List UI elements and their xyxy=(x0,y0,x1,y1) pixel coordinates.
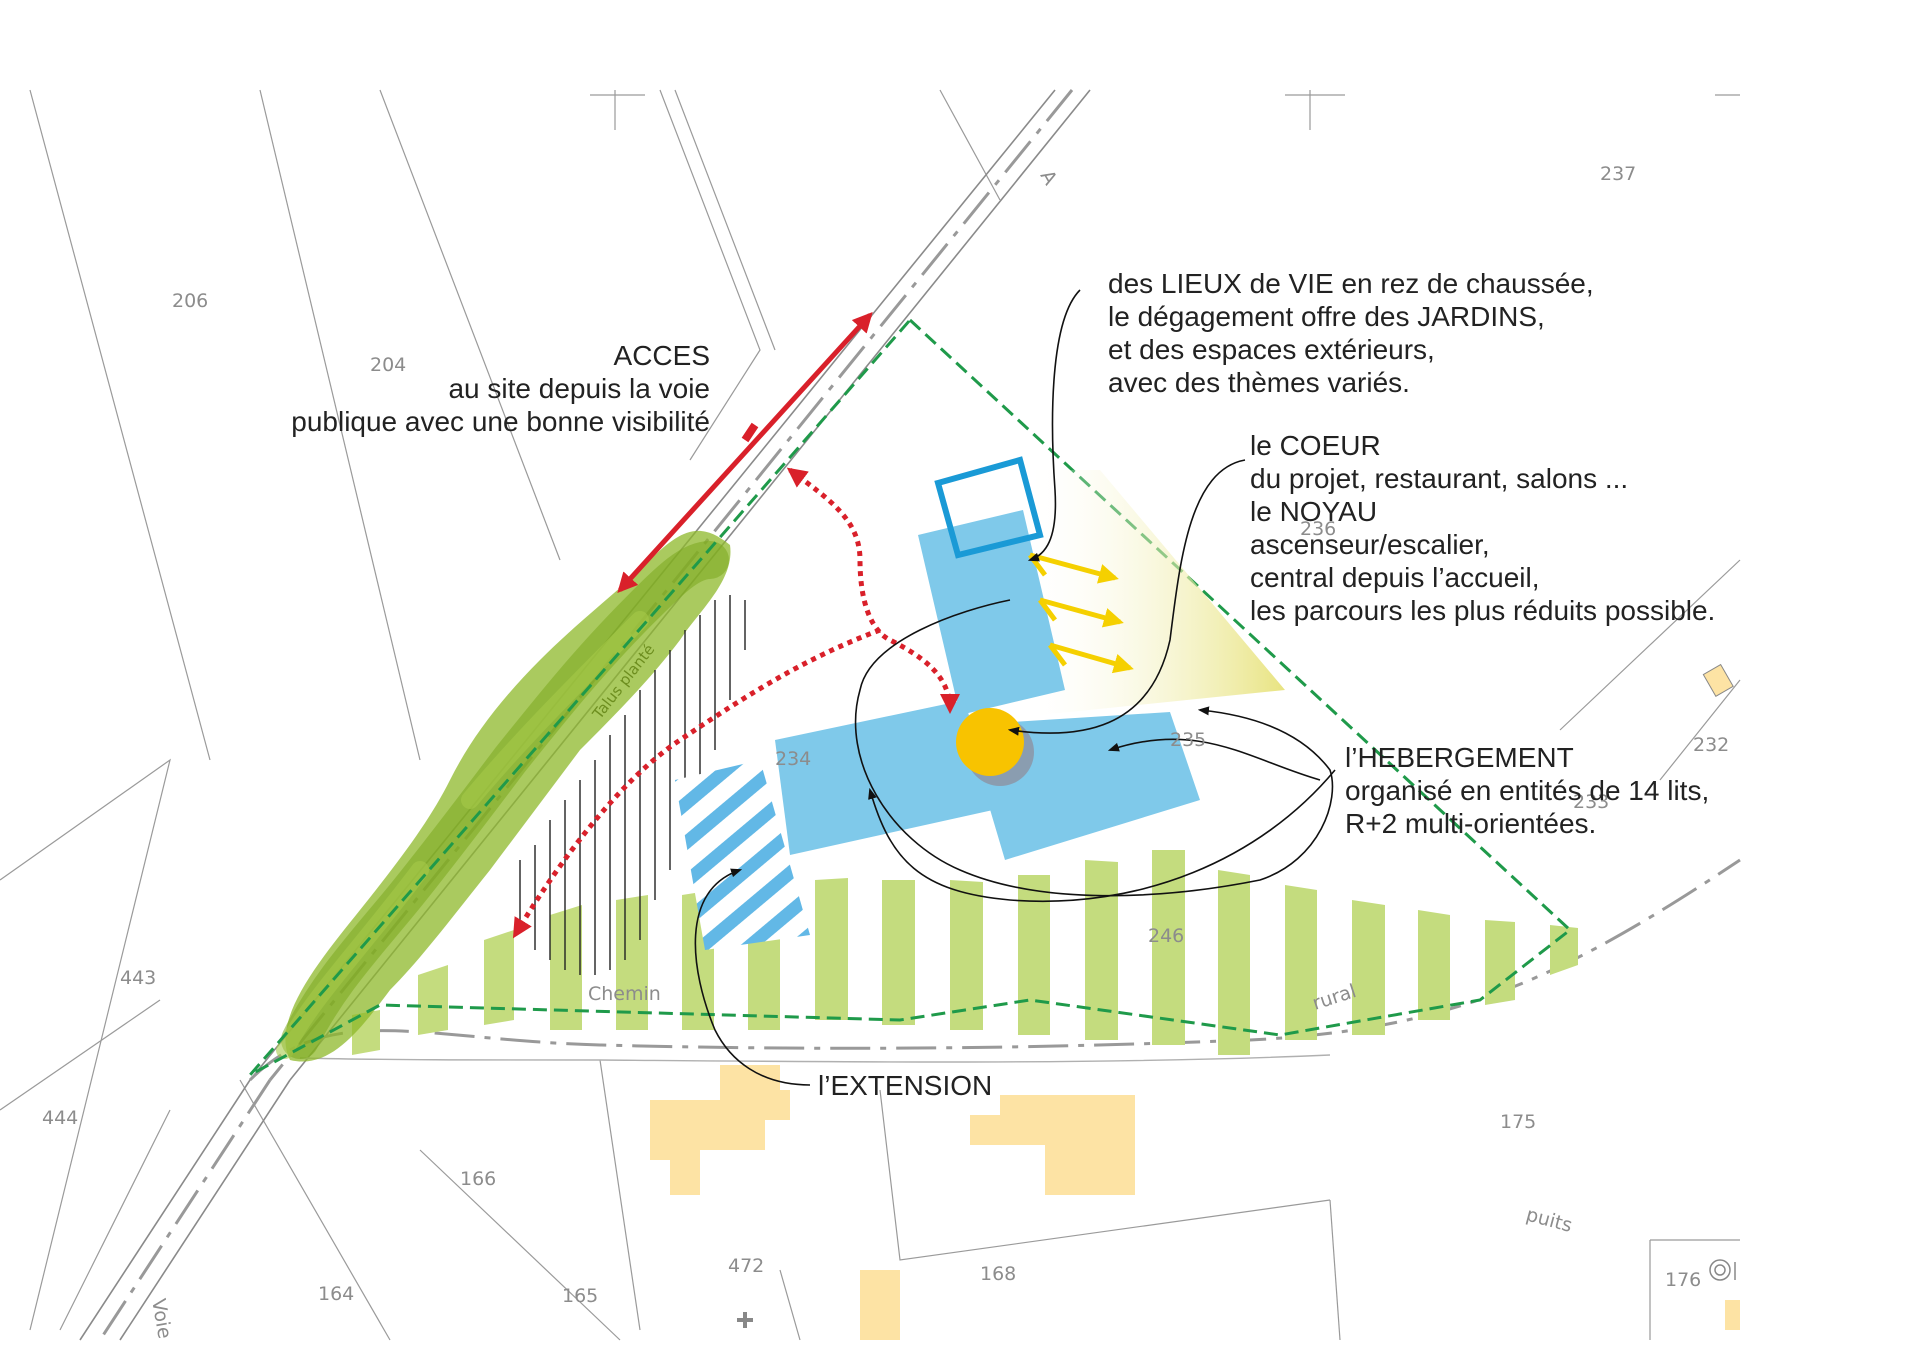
parcel-232: 232 xyxy=(1693,734,1729,756)
parcel-numbers: 206 204 237 236 235 234 232 233 246 443 … xyxy=(42,163,1729,1307)
lieux-de-vie-line1: des LIEUX de VIE en rez de chaussée, xyxy=(1108,268,1594,299)
garden-arrows xyxy=(1028,552,1134,674)
access-arrow xyxy=(617,312,873,593)
parcel-472: 472 xyxy=(728,1255,764,1277)
parcel-246: 246 xyxy=(1148,925,1184,947)
parcel-206: 206 xyxy=(172,290,208,312)
parcel-166: 166 xyxy=(460,1168,496,1190)
cross-icon xyxy=(737,1312,753,1328)
hebergement-line3: R+2 multi-orientées. xyxy=(1345,808,1596,839)
parcel-175: 175 xyxy=(1500,1111,1536,1133)
annotation-hebergement: l’HEBERGEMENT organisé en entités de 14 … xyxy=(1345,742,1709,839)
parcel-165: 165 xyxy=(562,1285,598,1307)
annotation-acces: ACCES au site depuis la voie publique av… xyxy=(291,340,710,437)
internal-paths xyxy=(512,467,960,939)
acces-title: ACCES xyxy=(614,340,710,371)
acces-line3: publique avec une bonne visibilité xyxy=(291,406,710,437)
neighbour-buildings xyxy=(650,663,1740,1340)
hebergement-line1: l’HEBERGEMENT xyxy=(1345,742,1574,773)
coeur-line5: central depuis l’accueil, xyxy=(1250,562,1540,593)
chemin-rural xyxy=(248,858,1741,1082)
parcel-233: 233 xyxy=(1573,791,1609,813)
label-rural: rural xyxy=(1310,980,1359,1015)
parcel-234: 234 xyxy=(775,748,811,770)
parcel-236: 236 xyxy=(1300,518,1336,540)
parcel-164: 164 xyxy=(318,1283,354,1305)
garden-strips xyxy=(352,850,1578,1055)
callout-arrows xyxy=(694,289,1336,1086)
slope-hatch xyxy=(519,595,746,975)
coeur-line4: ascenseur/escalier, xyxy=(1250,529,1490,560)
garden-orientation-wedge xyxy=(1030,470,1285,715)
coeur-line6: les parcours les plus réduits possible. xyxy=(1250,595,1715,626)
lieux-de-vie-line3: et des espaces extérieurs, xyxy=(1108,334,1435,365)
label-road-letter: A xyxy=(1036,167,1062,189)
hebergement-line2: organisé en entités de 14 lits, xyxy=(1345,775,1709,806)
parcel-237: 237 xyxy=(1600,163,1636,185)
extension-zone xyxy=(675,760,810,950)
parcel-444: 444 xyxy=(42,1107,78,1129)
annotation-lieux-de-vie: des LIEUX de VIE en rez de chaussée, le … xyxy=(1108,268,1594,398)
annotation-extension: l’EXTENSION xyxy=(818,1070,992,1101)
lieux-de-vie-line4: avec des thèmes variés. xyxy=(1108,367,1410,398)
parcel-443: 443 xyxy=(120,967,156,989)
building-wing-west xyxy=(775,700,993,855)
parcel-204: 204 xyxy=(370,354,406,376)
site-boundary xyxy=(248,317,1573,1077)
parcel-168: 168 xyxy=(980,1263,1016,1285)
label-voie: Voie xyxy=(147,1297,176,1340)
coeur-line2: du projet, restaurant, salons ... xyxy=(1250,463,1628,494)
coeur-line1: le COEUR xyxy=(1250,430,1381,461)
parcel-176: 176 xyxy=(1665,1269,1701,1291)
extension-line1: l’EXTENSION xyxy=(818,1070,992,1101)
label-chemin: Chemin xyxy=(588,983,661,1005)
acces-line2: au site depuis la voie xyxy=(448,373,710,404)
annotation-coeur: le COEUR du projet, restaurant, salons .… xyxy=(1250,430,1715,626)
parcel-235: 235 xyxy=(1170,729,1206,751)
coeur-line3: le NOYAU xyxy=(1250,496,1377,527)
core-circle xyxy=(956,708,1024,776)
well-icon xyxy=(1709,1259,1736,1281)
lieux-de-vie-line2: le dégagement offre des JARDINS, xyxy=(1108,301,1545,332)
label-puits: puits xyxy=(1524,1204,1575,1237)
